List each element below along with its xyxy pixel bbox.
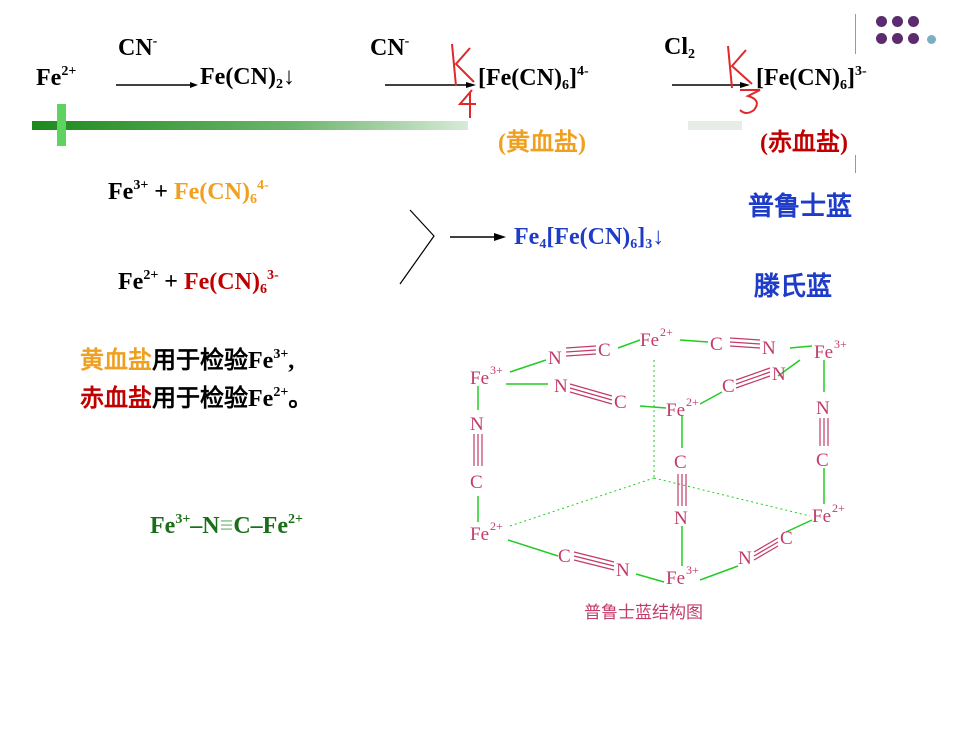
svg-text:3+: 3+: [686, 563, 699, 577]
svg-text:Fe: Fe: [640, 330, 659, 351]
svg-text:C: C: [710, 334, 723, 355]
svg-text:N: N: [816, 398, 830, 419]
note-red-salt: 赤血盐用于检验Fe2+。: [80, 385, 313, 412]
svg-text:Fe: Fe: [666, 400, 685, 421]
handwriting-marks: [451, 43, 761, 118]
red-salt-label: (赤血盐): [760, 130, 848, 156]
yellow-salt-label: (黄血盐): [498, 130, 586, 156]
svg-text:2+: 2+: [686, 395, 699, 409]
svg-text:N: N: [674, 508, 688, 529]
svg-text:2+: 2+: [832, 501, 845, 515]
svg-text:N: N: [470, 414, 484, 435]
divider-vertical: [855, 14, 856, 54]
ferrocyanide: [Fe(CN)6]4-: [478, 64, 589, 93]
svg-text:Fe: Fe: [470, 368, 489, 389]
divider-vertical-2: [855, 155, 856, 173]
svg-text:N: N: [772, 364, 786, 385]
title-bar: [32, 121, 468, 130]
svg-text:C: C: [816, 450, 829, 471]
bond-formula: Fe3+–N≡C–Fe2+: [150, 512, 303, 539]
svg-text:N: N: [616, 560, 630, 581]
svg-text:3+: 3+: [490, 363, 503, 377]
svg-text:2+: 2+: [660, 325, 673, 339]
svg-text:Fe: Fe: [814, 342, 833, 363]
svg-text:N: N: [738, 548, 752, 569]
reagent-cn-1: CN-: [118, 34, 158, 61]
svg-text:Fe: Fe: [470, 524, 489, 545]
reagent-cl2: Cl2: [664, 34, 695, 62]
reactant-fe2: Fe2+: [36, 64, 77, 91]
svg-text:C: C: [780, 528, 793, 549]
svg-text:C: C: [674, 452, 687, 473]
svg-text:C: C: [470, 472, 483, 493]
title-bar-right: [688, 121, 742, 130]
ferricyanide: [Fe(CN)6]3-: [756, 64, 867, 93]
title-bar-accent: [57, 104, 66, 146]
product-fecn2: Fe(CN)2↓: [200, 64, 295, 92]
svg-text:2+: 2+: [490, 519, 503, 533]
diagram-caption: 普鲁士蓝结构图: [584, 603, 703, 623]
svg-text:N: N: [762, 338, 776, 359]
prussian-blue-name: 普鲁士蓝: [748, 192, 853, 221]
reagent-cn-2: CN-: [370, 34, 410, 61]
note-yellow-salt: 黄血盐用于检验Fe3+,: [80, 347, 295, 374]
svg-text:C: C: [598, 340, 611, 361]
svg-text:3+: 3+: [834, 337, 847, 351]
equation-turnbull: Fe2+ + Fe(CN)63-: [118, 268, 279, 297]
svg-text:C: C: [558, 546, 571, 567]
svg-text:Fe: Fe: [812, 506, 831, 527]
svg-text:Fe: Fe: [666, 568, 685, 589]
svg-text:N: N: [548, 348, 562, 369]
product-prussian-blue: Fe4[Fe(CN)6]3↓: [514, 224, 665, 252]
svg-text:C: C: [614, 392, 627, 413]
turnbull-blue-name: 滕氏蓝: [754, 272, 833, 301]
svg-text:C: C: [722, 376, 735, 397]
svg-text:N: N: [554, 376, 568, 397]
equation-prussian: Fe3+ + Fe(CN)64-: [108, 178, 269, 207]
